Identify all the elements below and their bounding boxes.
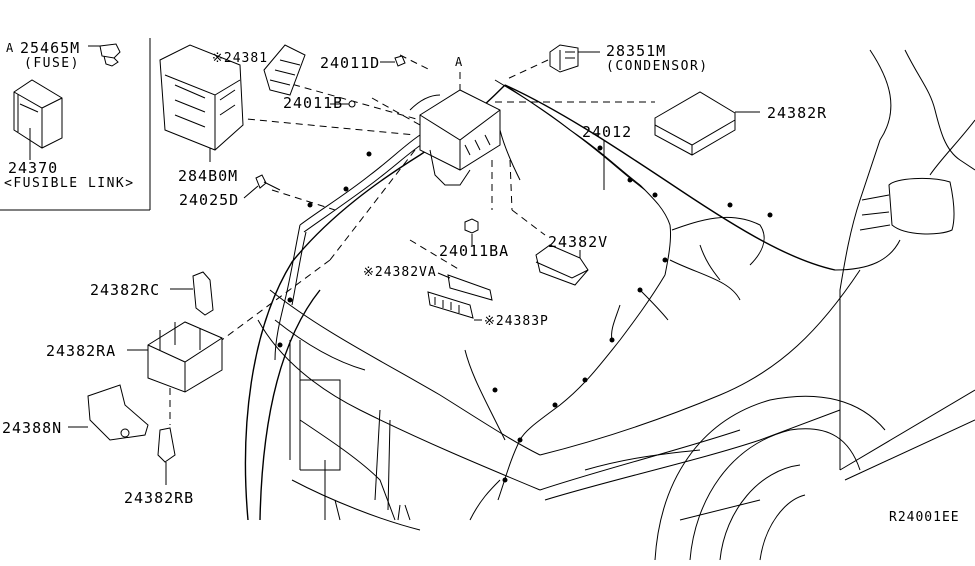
part-number-24011b[interactable]: 24011B	[283, 94, 344, 112]
part-name-fuse: (FUSE)	[24, 56, 80, 71]
part-number-284b0m[interactable]: 284B0M	[178, 167, 239, 185]
cover-24383p-icon	[427, 291, 482, 321]
connector-24381-icon	[263, 44, 306, 96]
dashed-leader-lines	[169, 54, 655, 425]
part-number-24388n[interactable]: 24388N	[2, 419, 63, 437]
part-number-24025d[interactable]: 24025D	[179, 191, 240, 209]
module-24382r-icon	[654, 91, 760, 156]
nut-24011ba-icon	[464, 218, 479, 245]
relay-box-284b0m-icon	[159, 44, 244, 162]
part-number-24370[interactable]: 24370	[8, 159, 59, 177]
part-name-fusible-link: <FUSIBLE LINK>	[4, 176, 135, 191]
relay-box-24382ra-icon	[127, 321, 223, 393]
part-number-24381[interactable]: ※24381	[212, 51, 269, 66]
bracket-24388n-icon	[68, 384, 149, 441]
part-number-24011ba[interactable]: 24011BA	[439, 242, 510, 260]
fuse-part-icon	[88, 43, 121, 67]
part-number-24382va[interactable]: ※24382VA	[363, 265, 437, 280]
view-marker-a: A	[455, 55, 464, 69]
bracket-24382rb-icon	[157, 427, 176, 485]
inset-marker-a: A	[6, 41, 15, 55]
part-number-24382r[interactable]: 24382R	[767, 104, 828, 122]
part-number-24382ra[interactable]: 24382RA	[46, 342, 117, 360]
part-number-24011d[interactable]: 24011D	[320, 54, 381, 72]
part-number-24382rb[interactable]: 24382RB	[124, 489, 195, 507]
part-number-24012[interactable]: 24012	[582, 123, 633, 141]
part-number-24383p[interactable]: ※24383P	[484, 314, 549, 329]
part-number-24382v[interactable]: 24382V	[548, 233, 609, 251]
module-24382v-icon	[535, 244, 589, 286]
ipdm-fuse-block-icon	[419, 89, 501, 186]
bolt-24011d-icon	[380, 55, 406, 67]
condensor-28351m-icon	[549, 44, 600, 73]
bolt-24025d-icon	[243, 174, 281, 199]
fusible-link-part-icon	[13, 79, 63, 160]
part-number-24382rc[interactable]: 24382RC	[90, 281, 161, 299]
diagram-reference-code: R24001EE	[889, 510, 960, 525]
inset-frame	[0, 38, 151, 211]
part-name-condensor: (CONDENSOR)	[606, 59, 709, 74]
wiring-harness	[274, 79, 773, 501]
cover-24382va-icon	[437, 272, 493, 301]
part-number-25465m[interactable]: 25465M	[20, 39, 81, 57]
bolt-24011b-icon	[330, 100, 356, 108]
bracket-24382rc-icon	[170, 271, 214, 316]
part-number-28351m[interactable]: 28351M	[606, 42, 667, 60]
